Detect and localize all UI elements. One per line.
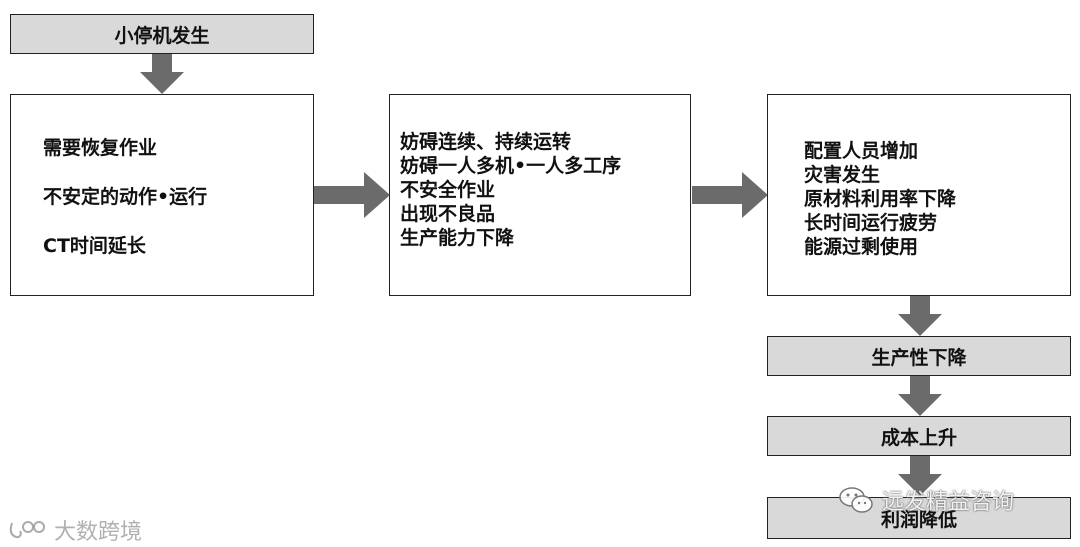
result-box-3: 利润降低 [767,497,1071,539]
title-label: 小停机发生 [114,24,210,47]
effect-3-item: 能源过剩使用 [804,236,919,258]
effect-3-list: 配置人员增加 灾害发生 原材料利用率下降 长时间运行疲劳 能源过剩使用 [804,139,956,259]
cause-1-item: 不安定的动作•运行 [43,186,208,208]
result-3-label: 利润降低 [880,508,957,531]
effect-box-2: 妨碍连续、持续运转 妨碍一人多机•一人多工序 不安全作业 出现不良品 生产能力下… [389,94,691,296]
arrow-down-result-2 [898,376,942,416]
effect-2-list: 妨碍连续、持续运转 妨碍一人多机•一人多工序 不安全作业 出现不良品 生产能力下… [400,130,621,250]
effect-3-item: 原材料利用率下降 [804,188,957,210]
watermark-right-text: 远发精益咨询 [882,490,1015,515]
arrow-right-1 [314,172,390,218]
effect-3-item: 灾害发生 [804,164,881,186]
effect-3-item: 长时间运行疲劳 [804,212,938,234]
cause-1-item: 需要恢复作业 [43,137,158,159]
arrow-down-title [140,54,184,94]
result-1-label: 生产性下降 [871,346,967,369]
cause-box-1: 需要恢复作业 不安定的动作•运行 CT时间延长 [10,94,314,296]
effect-box-3: 配置人员增加 灾害发生 原材料利用率下降 长时间运行疲劳 能源过剩使用 [767,94,1071,296]
arrow-down-result-3 [898,456,942,496]
wechat-icon [839,487,873,513]
watermark-right: 远发精益咨询 [838,484,1014,516]
effect-3-item: 配置人员增加 [804,140,919,162]
result-box-2: 成本上升 [767,416,1071,456]
effect-2-item: 出现不良品 [400,203,496,225]
arrow-down-result-1 [898,296,942,336]
watermark-left: 大数跨境 [8,514,142,546]
logo-icon [9,521,45,539]
effect-2-item: 妨碍一人多机•一人多工序 [400,155,622,177]
effect-2-item: 妨碍连续、持续运转 [400,131,572,153]
result-2-label: 成本上升 [880,426,957,449]
result-box-1: 生产性下降 [767,336,1071,376]
effect-2-item: 不安全作业 [400,179,496,201]
effect-2-item: 生产能力下降 [400,227,515,249]
cause-1-item: CT时间延长 [43,235,146,257]
watermark-left-text: 大数跨境 [54,520,143,545]
arrow-right-2 [692,172,768,218]
title-box: 小停机发生 [10,14,314,54]
